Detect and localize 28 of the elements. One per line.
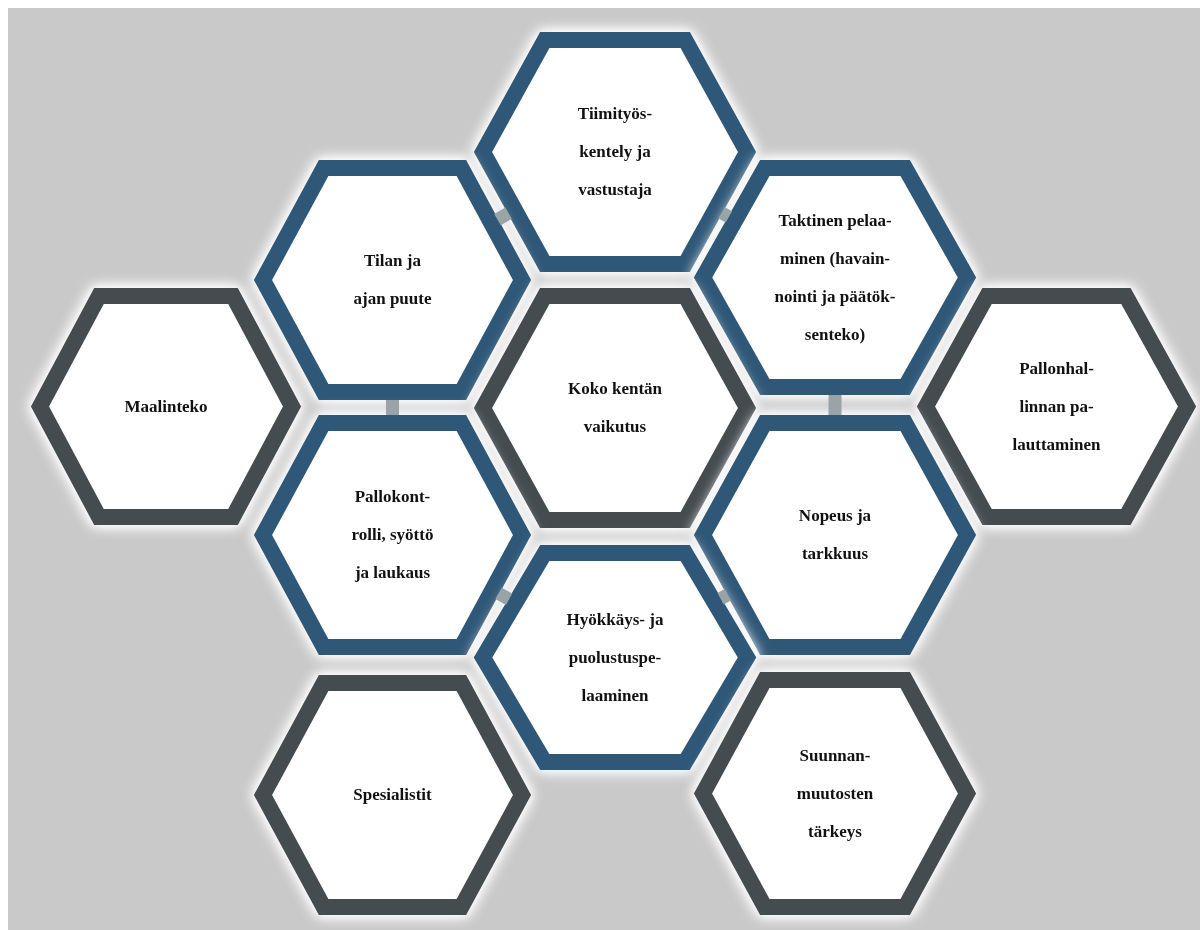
connector-bar	[718, 207, 733, 223]
hexagon-label: Suunnan- muutosten tärkeys	[795, 744, 875, 843]
hexagon-box	[32, 288, 300, 525]
connector-bar	[828, 395, 842, 415]
hexagon-box	[475, 288, 755, 528]
hexagon-label: Pallokont- rolli, syöttö ja laukaus	[350, 486, 435, 584]
hexagon-box	[475, 32, 755, 272]
hexagon-label: Spesialistit	[352, 784, 433, 806]
hexagon-label: Nopeus ja tarkkuus	[797, 505, 873, 565]
hexagon-box	[918, 288, 1195, 525]
hexagon-box	[695, 160, 975, 395]
hexagon-box	[255, 415, 530, 655]
connector-bar	[495, 587, 513, 605]
hexagon-label: Tiimityös- kentely ja vastustaja	[576, 103, 654, 201]
hexagon-box	[255, 675, 530, 915]
hexagon-label: Tilan ja ajan puute	[352, 250, 433, 310]
hexagon-label: Taktinen pelaa- minen (havain- nointi ja päätök- senteko)	[773, 209, 897, 346]
hexagon-label: Maalinteko	[123, 395, 209, 418]
hexagon-label: Hyökkäys- ja puolustuspe- laaminen	[565, 608, 665, 707]
hexagon-box	[255, 160, 530, 400]
connector-bar	[386, 400, 399, 415]
connector-bar	[717, 589, 731, 605]
hexagon-box	[695, 672, 975, 915]
hexagon-box	[475, 545, 755, 770]
hexagon-label: Koko kentän vaikutus	[567, 378, 663, 438]
connector-bar	[494, 207, 512, 226]
hexagon-label: Pallonhal- linnan pa- lauttaminen	[1011, 357, 1102, 456]
hexagon-box	[695, 415, 975, 655]
